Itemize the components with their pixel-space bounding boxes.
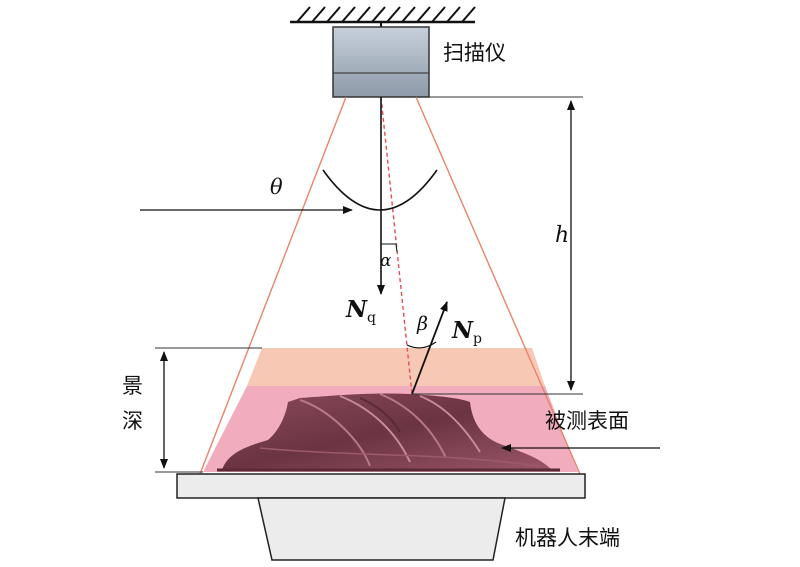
robot-end-base	[176, 473, 586, 561]
ceiling-mount	[290, 6, 476, 27]
np-label: Np	[451, 317, 482, 347]
alpha-symbol: α	[380, 251, 392, 271]
depth-of-field-label-1: 景	[122, 374, 143, 398]
scanner-device	[332, 26, 430, 98]
depth-band-upper	[247, 348, 545, 386]
measured-surface-label: 被测表面	[545, 409, 629, 433]
beta-symbol: β	[416, 313, 428, 335]
nq-label: Nq	[345, 296, 376, 326]
depth-of-field-label-2: 深	[122, 409, 143, 433]
theta-arc	[322, 169, 438, 211]
h-symbol: h	[555, 223, 569, 248]
measured-surface-object	[217, 393, 560, 472]
beta-angle-arc	[406, 341, 437, 349]
theta-symbol: θ	[270, 175, 283, 199]
alpha-angle-marker	[381, 243, 398, 253]
robot-end-label: 机器人末端	[515, 526, 620, 550]
scanner-label: 扫描仪	[443, 41, 506, 65]
np-vector-arrow	[411, 301, 448, 395]
